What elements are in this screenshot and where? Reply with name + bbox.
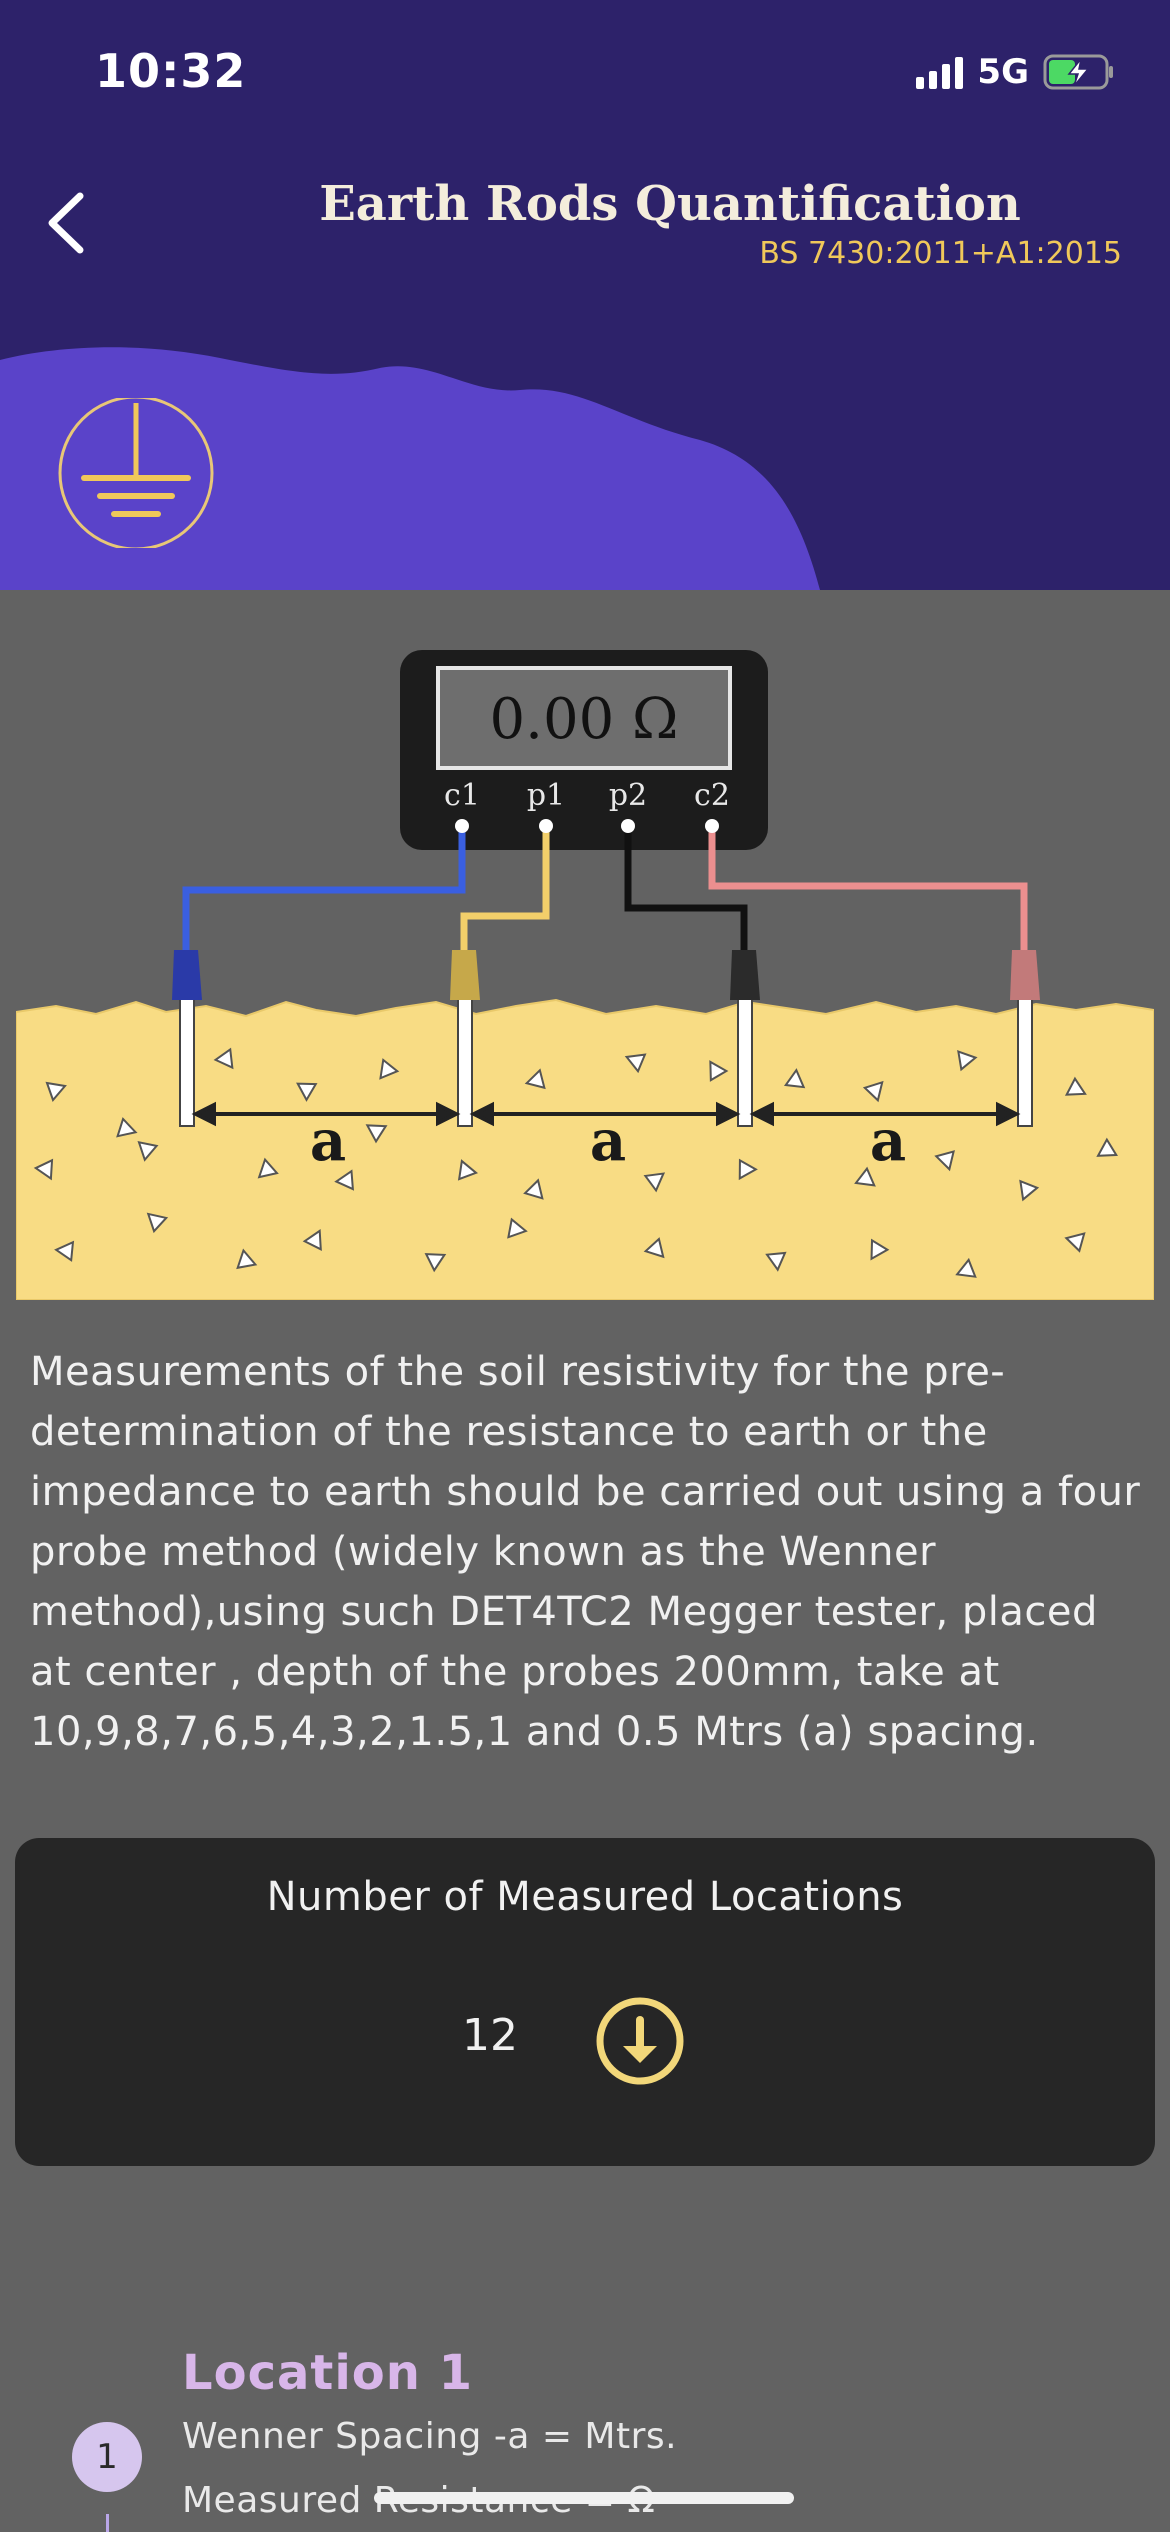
measured-locations-label: Number of Measured Locations xyxy=(266,1874,904,1920)
step-connector xyxy=(106,2514,109,2532)
header-wave xyxy=(0,347,820,590)
signal-icon xyxy=(916,55,964,89)
step-number-badge: 1 xyxy=(72,2422,142,2492)
wire-p1 xyxy=(460,826,550,950)
status-time: 10:32 xyxy=(95,44,247,98)
probe-p1 xyxy=(450,950,480,1127)
terminal-c1-label: c1 xyxy=(444,778,480,813)
method-description: Measurements of the soil resistivity for… xyxy=(30,1349,1141,1755)
home-indicator[interactable] xyxy=(374,2492,794,2504)
probe-c2 xyxy=(1010,950,1040,1127)
network-type: 5G xyxy=(977,52,1029,92)
spacing-label-2: a xyxy=(590,1108,626,1174)
spacing-label-1: a xyxy=(310,1108,346,1174)
measured-locations-value[interactable]: 12 xyxy=(462,2010,518,2061)
terminal-p1-label: p1 xyxy=(527,778,565,813)
back-chevron-icon[interactable] xyxy=(40,188,100,258)
soil-layer xyxy=(16,998,1154,1300)
terminal-c2-label: c2 xyxy=(694,778,730,813)
wire-c1 xyxy=(182,826,466,950)
wire-c2 xyxy=(708,826,1028,950)
spacing-label-3: a xyxy=(870,1108,906,1174)
wenner-method-diagram: 0.00 Ω c1 p1 p2 c2 a a a xyxy=(16,650,1154,1300)
probe-c1 xyxy=(172,950,202,1127)
download-arrow-icon[interactable] xyxy=(595,1996,685,2086)
location-title: Location 1 xyxy=(182,2345,474,2401)
wenner-spacing-line[interactable]: Wenner Spacing -a = Mtrs. xyxy=(182,2416,678,2457)
wire-p2 xyxy=(624,826,748,950)
probe-p2 xyxy=(730,950,760,1127)
meter-reading: 0.00 Ω xyxy=(490,687,679,752)
app-header: 10:32 5G Earth Rods Quantification BS 74… xyxy=(0,0,1170,590)
page-title: Earth Rods Quantification xyxy=(319,176,1021,232)
earth-ground-icon xyxy=(58,398,214,548)
measured-locations-panel: Number of Measured Locations 12 xyxy=(15,1838,1155,2166)
battery-charging-icon xyxy=(1043,54,1113,90)
terminal-p2-label: p2 xyxy=(609,778,647,813)
standard-label: BS 7430:2011+A1:2015 xyxy=(759,236,1122,271)
status-icons: 5G xyxy=(916,52,1115,92)
